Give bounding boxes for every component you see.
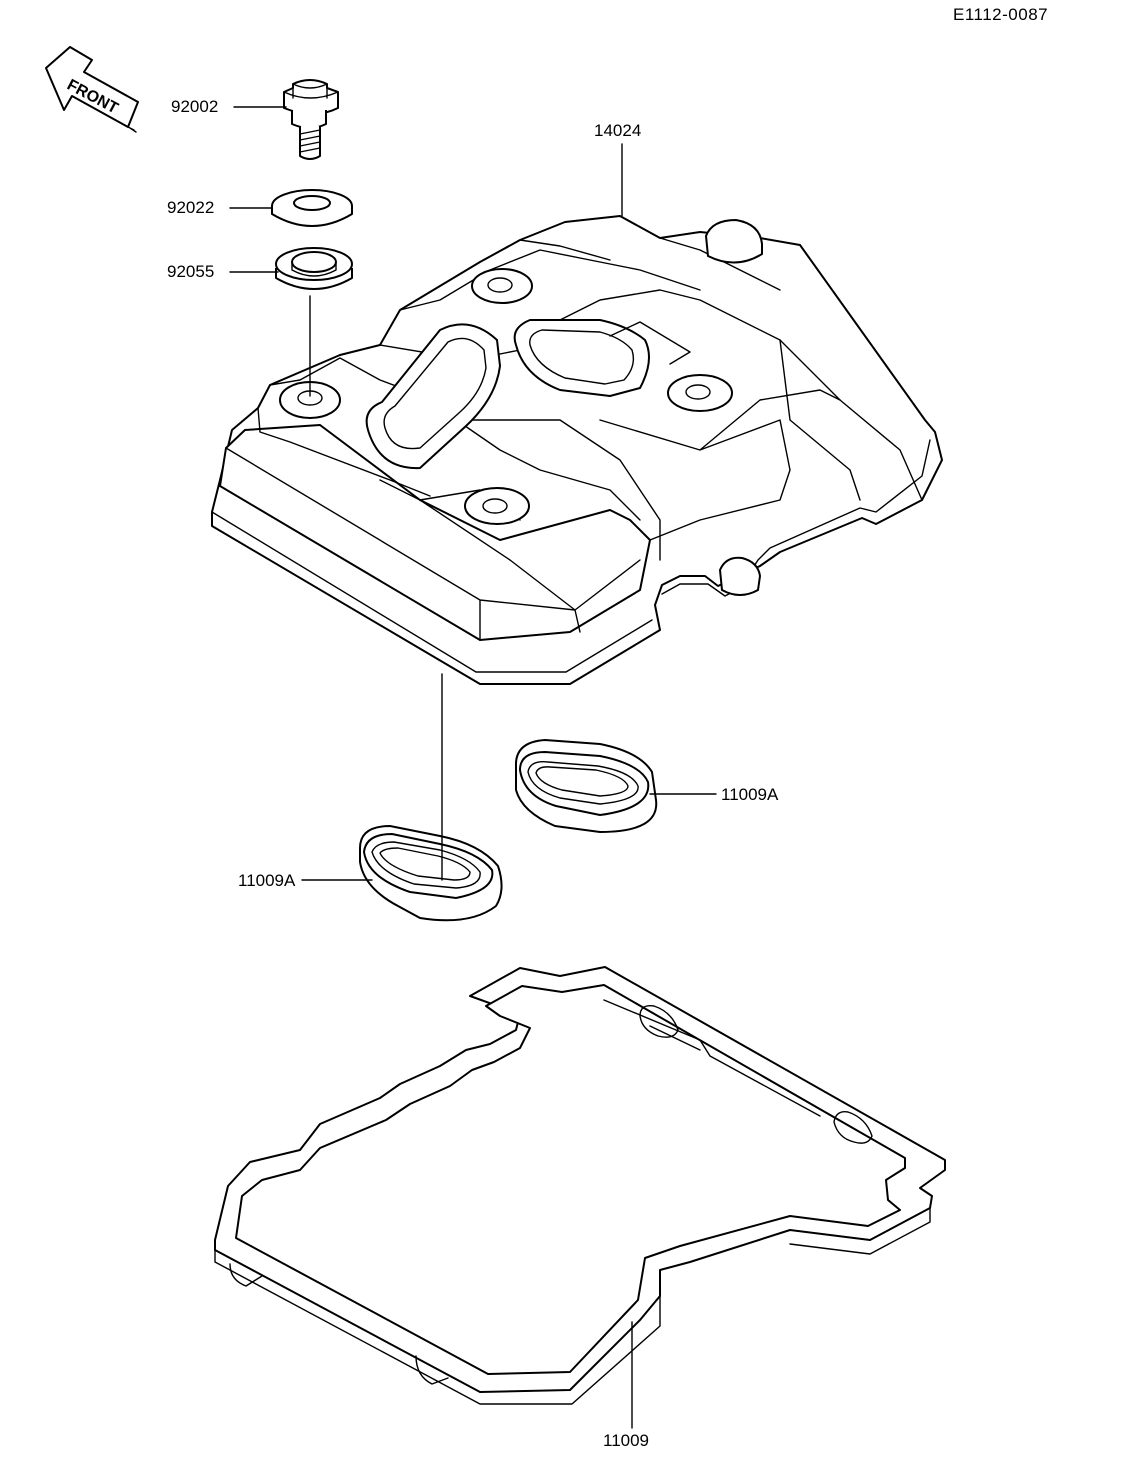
part-number-label: 11009A (238, 871, 296, 890)
part-number-label: 92022 (167, 198, 215, 217)
plug-hole-gasket-icon (359, 825, 503, 922)
plug-hole-gasket-icon (514, 739, 658, 833)
leader-lines (229, 106, 717, 1429)
head-cover-gasket-icon (214, 966, 946, 1405)
part-number-label: 92055 (167, 262, 215, 281)
washer-icon (271, 189, 353, 227)
bolt-icon (283, 79, 339, 160)
part-number-label: 11009 (603, 1431, 650, 1450)
reference-code: E1112-0087 (953, 5, 1049, 24)
part-number-label: 14024 (594, 121, 642, 140)
part-number-label: 92002 (171, 97, 219, 116)
front-arrow-icon: FRONT (45, 46, 139, 133)
part-number-label: 11009A (721, 785, 779, 804)
grommet-icon (275, 247, 353, 290)
cylinder-head-cover-icon (211, 215, 943, 685)
